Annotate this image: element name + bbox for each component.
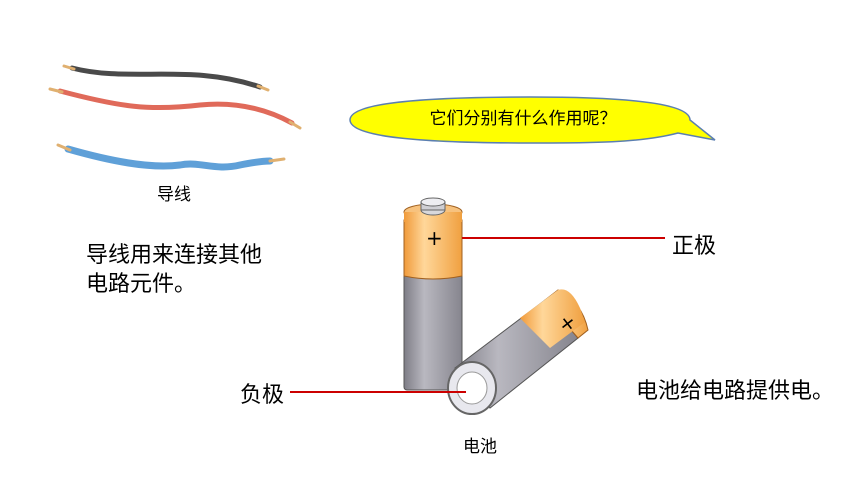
- tilted-battery: +: [447, 289, 589, 415]
- wire-description-line: 电路元件。: [86, 272, 197, 297]
- wire-description: 导线用来连接其他 电路元件。: [86, 241, 262, 299]
- speech-bubble-text: 它们分别有什么作用呢？: [429, 109, 617, 129]
- red-wire: [48, 87, 302, 130]
- battery-caption: 电池: [463, 437, 497, 457]
- wire-description-line: 导线用来连接其他: [86, 243, 263, 268]
- black-wire: [62, 64, 270, 92]
- upright-battery: +: [403, 197, 463, 391]
- blue-wire: [56, 143, 286, 171]
- negative-label: 负极: [240, 383, 285, 408]
- batteries-illustration: + +: [290, 197, 665, 415]
- battery-description: 电池给电路提供电。: [636, 379, 835, 404]
- positive-symbol: +: [426, 226, 443, 250]
- wire-caption: 导线: [157, 185, 191, 205]
- speech-bubble: [349, 96, 716, 144]
- wires-illustration: [48, 64, 302, 171]
- positive-label: 正极: [672, 234, 717, 259]
